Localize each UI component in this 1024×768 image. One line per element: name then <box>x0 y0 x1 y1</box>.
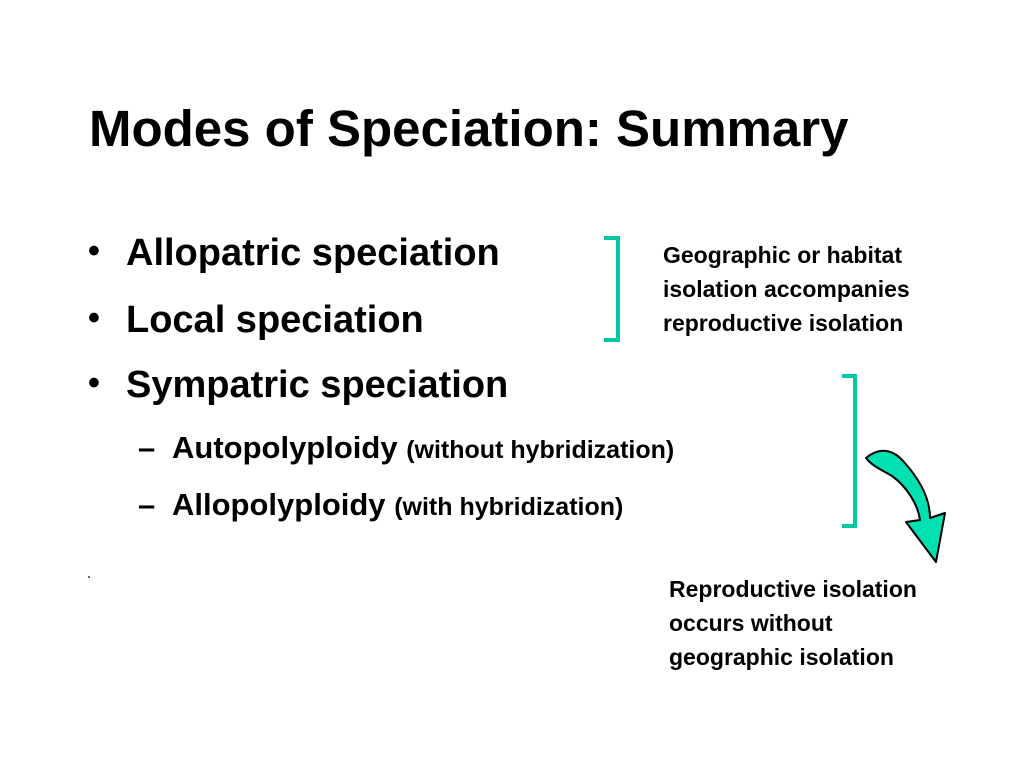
callout-reproductive-isolation: Reproductive isolation occurs without ge… <box>669 572 917 674</box>
bracket-top-icon <box>604 236 620 342</box>
sub-bullet-note: (without hybridization) <box>406 436 675 464</box>
callout-line: reproductive isolation <box>663 310 904 336</box>
callout-line: occurs without <box>669 610 833 636</box>
bullet-label: Local speciation <box>126 299 424 341</box>
stray-dot <box>88 576 90 578</box>
bullet-sympatric: • Sympatric speciation <box>88 364 509 408</box>
sub-bullet-marker: – <box>138 430 156 465</box>
callout-line: geographic isolation <box>669 644 894 670</box>
bullet-marker: • <box>88 364 100 402</box>
sub-bullet-marker: – <box>138 487 156 522</box>
bullet-marker: • <box>88 232 100 270</box>
bullet-label: Allopatric speciation <box>126 232 500 274</box>
bullet-marker: • <box>88 299 100 337</box>
callout-line: isolation accompanies <box>663 276 910 302</box>
sub-bullet-autopolyploidy: – Autopolyploidy (without hybridization) <box>138 430 675 466</box>
bullet-local: • Local speciation <box>88 299 424 343</box>
bracket-bottom-icon <box>842 374 857 528</box>
bullet-label: Sympatric speciation <box>126 364 509 406</box>
slide-title: Modes of Speciation: Summary <box>89 100 849 157</box>
callout-line: Reproductive isolation <box>669 576 917 602</box>
callout-geographic-isolation: Geographic or habitat isolation accompan… <box>663 238 910 340</box>
sub-bullet-label: Allopolyploidy <box>172 487 386 522</box>
sub-bullet-label: Autopolyploidy <box>172 430 398 465</box>
callout-line: Geographic or habitat <box>663 242 902 268</box>
sub-bullet-note: (with hybridization) <box>394 493 624 521</box>
bullet-allopatric: • Allopatric speciation <box>88 232 500 276</box>
curved-arrow-icon <box>865 449 946 563</box>
sub-bullet-allopolyploidy: – Allopolyploidy (with hybridization) <box>138 487 624 523</box>
